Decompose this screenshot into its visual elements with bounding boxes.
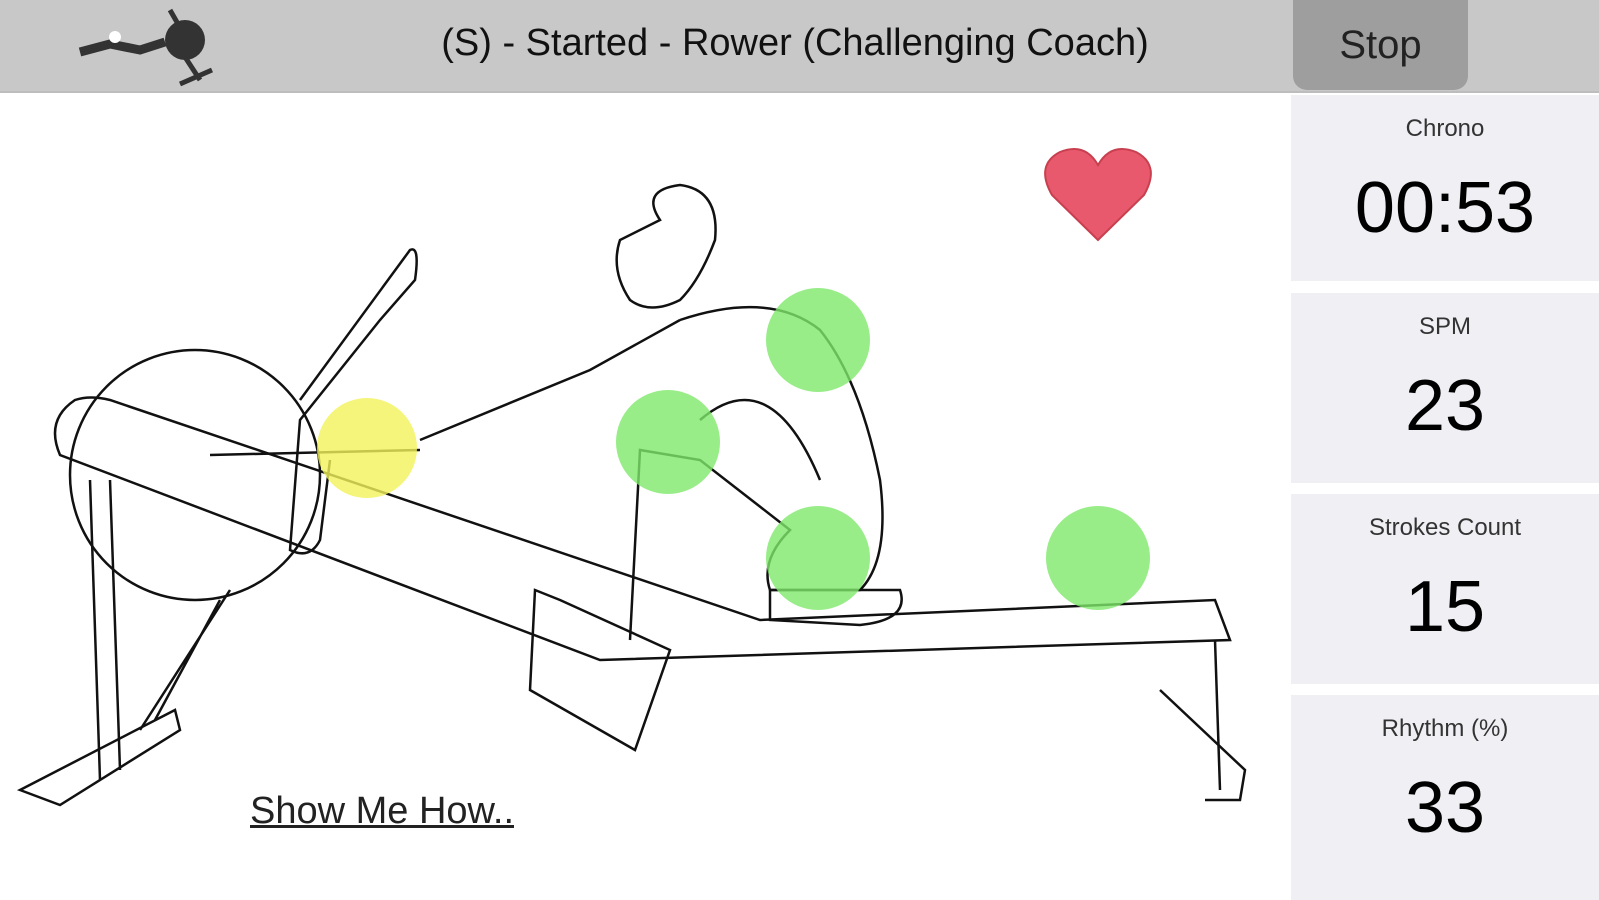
session-title: (S) - Started - Rower (Challenging Coach… <box>441 22 1149 64</box>
stat-label: SPM <box>1418 313 1471 340</box>
stat-panel-strokes-count: Strokes Count 15 <box>1291 494 1599 684</box>
rowing-machine-sketch <box>16 183 1247 807</box>
green-marker <box>766 288 870 392</box>
stat-value: 15 <box>1404 567 1486 647</box>
stat-label: Chrono <box>1405 115 1485 142</box>
green-marker <box>1046 506 1150 610</box>
rower-illustration <box>16 148 1247 807</box>
show-me-how-link[interactable]: Show Me How.. <box>250 790 514 832</box>
stat-value: 23 <box>1404 366 1486 446</box>
stat-value: 00:53 <box>1354 168 1536 248</box>
stat-panel-spm: SPM 23 <box>1291 293 1599 483</box>
rower-logo-icon <box>78 8 214 87</box>
stat-label: Rhythm (%) <box>1381 715 1509 742</box>
stop-button[interactable]: Stop <box>1293 0 1468 90</box>
stat-label: Strokes Count <box>1368 514 1522 541</box>
yellow-marker <box>317 398 417 498</box>
green-marker <box>766 506 870 610</box>
green-marker <box>616 390 720 494</box>
heart-icon <box>1044 148 1152 242</box>
stat-value: 33 <box>1404 768 1486 848</box>
stat-panel-chrono: Chrono 00:53 <box>1291 95 1599 281</box>
header-bar: (S) - Started - Rower (Challenging Coach… <box>0 0 1599 93</box>
stat-panel-rhythm: Rhythm (%) 33 <box>1291 695 1599 900</box>
